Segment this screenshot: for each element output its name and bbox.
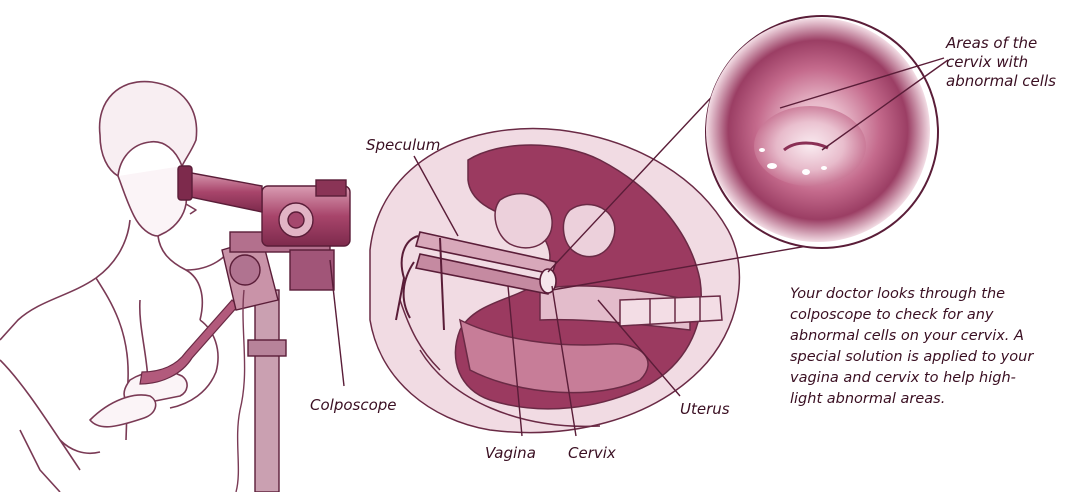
caption-line: Your doctor looks through the — [790, 284, 1075, 305]
label-abnormal-areas: Areas of the cervix with abnormal cells — [946, 34, 1082, 91]
label-abnormal-areas-line: abnormal cells — [946, 72, 1082, 91]
colposcope-icon — [178, 166, 350, 492]
label-colposcope: Colposcope — [310, 396, 397, 414]
label-abnormal-areas-line: cervix with — [946, 53, 1082, 72]
doctor-figure — [0, 82, 236, 492]
label-speculum: Speculum — [366, 136, 440, 154]
label-cervix: Cervix — [568, 444, 616, 462]
caption-line: light abnormal areas. — [790, 389, 1075, 410]
applicator-icon — [140, 300, 238, 384]
caption-line: abnormal cells on your cervix. A — [790, 326, 1075, 347]
label-vagina: Vagina — [485, 444, 536, 462]
caption-line: colposcope to check for any — [790, 305, 1075, 326]
label-uterus: Uterus — [680, 400, 730, 418]
magnified-cervix-view — [706, 16, 938, 248]
caption-line: vagina and cervix to help high- — [790, 368, 1075, 389]
explanation-caption: Your doctor looks through the colposcope… — [790, 284, 1075, 410]
label-abnormal-areas-line: Areas of the — [946, 34, 1082, 53]
caption-line: special solution is applied to your — [790, 347, 1075, 368]
